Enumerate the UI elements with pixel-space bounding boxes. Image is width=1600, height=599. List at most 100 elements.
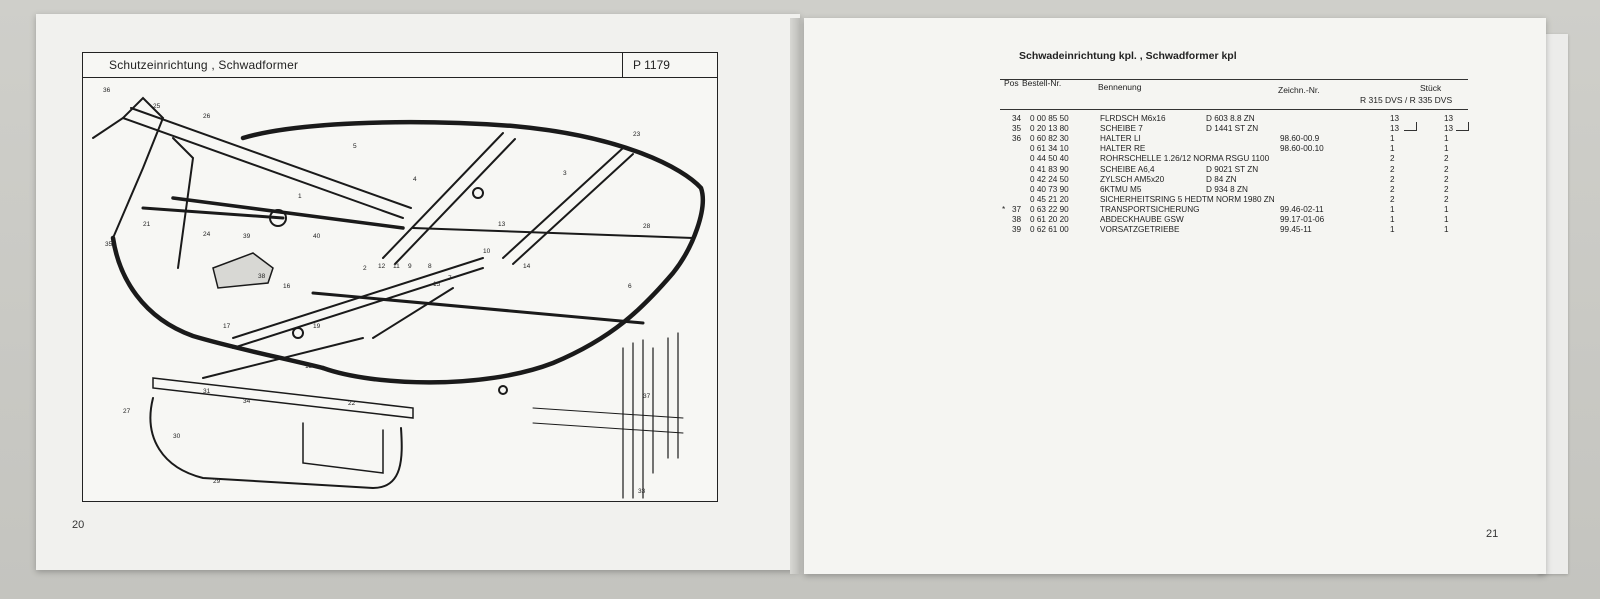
callout-number: 35 [105,241,113,248]
parts-cell-q1: 1 [1390,225,1395,235]
drawing-frame: Schutzeinrichtung , Schwadformer P 1179 [82,52,718,502]
callout-number: 18 [305,363,313,370]
callout-number: 39 [243,233,251,240]
parts-cell-norm: D 934 8 ZN [1206,184,1248,194]
parts-cell-nr: 0 45 21 20 [1030,194,1069,204]
callout-number: 38 [258,273,266,280]
callout-number: 21 [143,221,151,228]
parts-cell-q1: 1 [1390,215,1395,224]
col-header-pos: Pos [1004,78,1019,88]
callout-number: 4 [413,176,417,183]
parts-cell-norm: D 1441 ST ZN [1206,124,1259,134]
parts-cell-norm: D 84 ZN [1206,174,1237,184]
left-page-number: 20 [72,519,85,531]
parts-cell-q1: 2 [1390,194,1395,204]
callout-number: 33 [638,488,646,495]
parts-cell-name: ROHRSCHELLE 1.26/12 NORMA RSGU 1100 [1100,154,1270,164]
callout-number: 6 [628,283,632,290]
callout-number: 19 [313,323,321,330]
callout-number: 36 [103,87,111,94]
col-header-zeichn: Zeichn.-Nr. [1278,85,1320,95]
parts-cell-q1: 2 [1390,154,1395,164]
callout-number: 2 [363,265,367,272]
callout-number: 5 [353,143,357,150]
parts-cell-q2: 2 [1444,174,1449,184]
parts-cell-nr: 0 61 20 20 [1030,215,1069,224]
header-rule-top [1000,79,1468,81]
callout-number: 8 [428,263,432,270]
callout-number: 30 [173,433,181,440]
parts-cell-pos: 37 [1012,204,1022,214]
parts-cell-q2: 1 [1444,225,1449,235]
parts-cell-pos: 36 [1012,134,1022,144]
callout-number: 10 [483,248,491,255]
right-page-number: 21 [1486,528,1499,540]
callout-number: 34 [243,398,251,405]
callout-number: 22 [348,400,356,407]
callout-number: 40 [313,233,321,240]
callout-number: 31 [203,388,211,395]
parts-cell-name: TRANSPORTSICHERUNG [1100,204,1200,214]
parts-cell-norm: D 9021 ST ZN [1206,164,1259,174]
parts-cell-zeich: 98.60-00.9 [1280,134,1320,144]
parts-cell-zeich: 99.17-01-06 [1280,215,1325,224]
header-rule-bottom [1000,109,1468,111]
parts-cell-zeich: 99.45-11 [1280,225,1312,235]
bracket-mark [1456,122,1469,131]
parts-cell-q1: 2 [1390,164,1395,174]
parts-cell-q2: 2 [1444,184,1449,194]
parts-cell-q2: 1 [1444,215,1449,224]
parts-cell-q1: 2 [1390,174,1395,184]
bracket-mark [1404,122,1417,131]
col-header-bestell: Bestell-Nr. [1022,78,1062,88]
callout-number: 16 [283,283,291,290]
drawing-header: Schutzeinrichtung , Schwadformer P 1179 [83,53,717,78]
callout-number: 25 [153,103,161,110]
parts-cell-nr: 0 00 85 50 [1030,114,1069,123]
callout-number: 7 [448,275,452,282]
drawing-code: P 1179 [622,53,717,77]
parts-cell-q1: 1 [1390,134,1395,144]
parts-cell-q1: 2 [1390,184,1395,194]
parts-cell-nr: 0 60 82 30 [1030,134,1069,144]
parts-cell-name: ZYLSCH AM5x20 [1100,174,1165,184]
callout-number: 13 [498,221,506,228]
parts-cell-q2: 1 [1444,204,1449,214]
parts-cell-nr: 0 44 50 40 [1030,154,1069,164]
parts-list-title: Schwadeinrichtung kpl. , Schwadformer kp… [1019,50,1237,62]
callout-number: 17 [223,323,231,330]
parts-cell-pos: 38 [1012,215,1022,224]
callout-number: 23 [633,131,641,138]
parts-cell-name: 6KTMU M5 [1100,184,1142,194]
parts-cell-q1: 1 [1390,204,1395,214]
callout-number: 37 [643,393,651,400]
callout-number: 9 [408,263,412,270]
callout-number: 11 [393,263,400,270]
parts-cell-q2: 13 [1444,124,1454,134]
parts-cell-nr: 0 41 83 90 [1030,164,1069,174]
callout-number: 14 [523,263,531,270]
parts-cell-name: ABDECKHAUBE GSW [1100,215,1184,224]
parts-cell-mark: * [1002,204,1006,214]
callout-number: 26 [203,113,211,120]
callout-number: 29 [213,478,221,485]
right-page [804,18,1546,574]
callout-number: 3 [563,170,567,177]
parts-cell-pos: 39 [1012,225,1022,235]
parts-cell-nr: 0 63 22 90 [1030,204,1069,214]
parts-cell-name: VORSATZGETRIEBE [1100,225,1180,235]
parts-cell-name: HALTER LI [1100,134,1141,144]
parts-cell-q1: 13 [1390,124,1400,134]
parts-cell-zeich: 98.60-00.10 [1280,144,1324,154]
parts-cell-q1: 13 [1390,114,1400,123]
parts-cell-name: FLRDSCH M6x16 [1100,114,1166,123]
parts-cell-pos: 34 [1012,114,1022,123]
parts-cell-nr: 0 40 73 90 [1030,184,1069,194]
parts-cell-q1: 1 [1390,144,1395,154]
parts-cell-q2: 1 [1444,134,1449,144]
parts-cell-q2: 1 [1444,144,1449,154]
parts-cell-nr: 0 61 34 10 [1030,144,1069,154]
parts-cell-nr: 0 42 24 50 [1030,174,1069,184]
parts-cell-name: SCHEIBE 7 [1100,124,1143,134]
